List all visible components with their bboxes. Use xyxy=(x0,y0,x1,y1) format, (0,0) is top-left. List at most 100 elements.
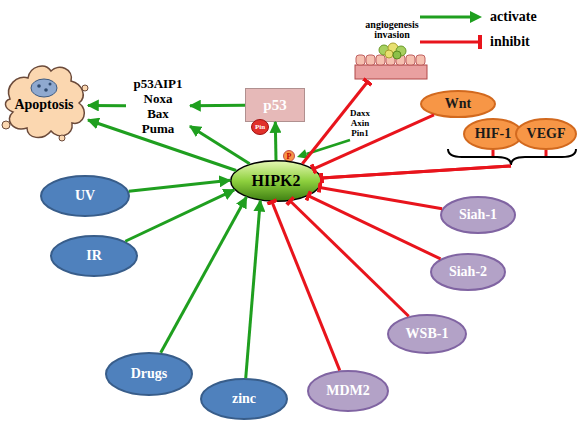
inhibition-connector xyxy=(320,187,442,208)
ubiquitin-ligase-ellipse: Siah-1 xyxy=(440,196,516,234)
cofactor-arrow-head xyxy=(297,149,308,159)
cofactor-arrow xyxy=(297,140,350,159)
stimulus-ellipse: zinc xyxy=(200,378,288,420)
node-shape xyxy=(388,315,466,353)
node-label: p53 xyxy=(263,97,286,114)
chromatin-dot xyxy=(44,88,48,92)
apoptotic-body xyxy=(82,85,88,91)
node-shape xyxy=(308,371,388,411)
stimulus-ellipse: IR xyxy=(50,235,138,277)
activation-connector xyxy=(129,180,230,191)
activation-connector xyxy=(88,104,126,107)
node-shape xyxy=(421,91,495,117)
inhibition-connector xyxy=(290,201,408,316)
apoptotic-body xyxy=(2,121,10,129)
legend-inhibit-bar xyxy=(478,35,482,49)
node-label: Wnt xyxy=(445,96,471,112)
cell-nucleus xyxy=(31,79,57,97)
ubiquitin-ligase-ellipse: MDM2 xyxy=(307,370,389,412)
node-shape xyxy=(231,161,322,202)
cofactor-list: Daxx Axin Pin1 xyxy=(350,108,370,138)
phospho-badge: P xyxy=(283,150,295,162)
node-label: Pin xyxy=(255,123,265,131)
inhibition-connector xyxy=(302,82,367,164)
angiogenesis-illustration xyxy=(355,43,427,79)
legend-text: activate xyxy=(490,9,537,25)
legend-arrow-line xyxy=(420,16,472,19)
node-label: zinc xyxy=(232,391,256,407)
endothelial-cell xyxy=(416,55,425,65)
activation-connector xyxy=(274,122,278,160)
node-label: WSB-1 xyxy=(406,326,449,342)
node-label: Siah-1 xyxy=(459,207,497,223)
signal-ellipse: HIF-1 xyxy=(463,118,523,150)
legend-row: activate xyxy=(418,9,537,25)
endothelial-cell xyxy=(366,55,375,65)
signal-ellipse: VEGF xyxy=(515,118,577,150)
stimulus-ellipse: UV xyxy=(40,175,130,217)
node-shape xyxy=(41,176,129,216)
apoptotic-body xyxy=(59,135,65,141)
chromatin-dot xyxy=(49,83,52,86)
node-label: Drugs xyxy=(131,366,168,382)
inhibition-connector xyxy=(309,196,441,259)
node-label: Siah-2 xyxy=(449,264,487,280)
ubiquitin-ligase-ellipse: Siah-2 xyxy=(430,253,506,291)
stimulus-ellipse: Drugs xyxy=(105,352,193,396)
legend-text: inhibit xyxy=(490,34,530,50)
legend-inhibit-line xyxy=(420,41,480,44)
ubiquitin-ligase-ellipse: WSB-1 xyxy=(387,314,467,354)
apoptosis-label: Apoptosis xyxy=(0,66,88,144)
tumor-cell xyxy=(385,50,393,58)
node-shape xyxy=(284,151,295,162)
node-shape xyxy=(441,197,515,233)
node-shape xyxy=(516,119,576,149)
legend-arrow-head xyxy=(470,11,482,23)
node-shape xyxy=(51,236,137,276)
node-label: UV xyxy=(75,188,95,204)
node-label: VEGF xyxy=(527,126,566,142)
target-gene-list: p53AIP1 Noxa Bax Puma xyxy=(126,76,190,136)
legend-swatch xyxy=(418,34,484,50)
apoptotic-cell xyxy=(2,66,88,141)
node-label: HIF-1 xyxy=(475,126,512,142)
hipk2-kinase: HIPK2 xyxy=(230,160,322,202)
node-shape xyxy=(464,119,522,149)
p53-box: p53 xyxy=(245,88,305,122)
chromatin-dot xyxy=(37,84,41,88)
inhibition-connector xyxy=(322,150,511,178)
endothelial-cell xyxy=(356,55,365,65)
node-shape xyxy=(252,120,269,135)
legend-row: inhibit xyxy=(418,34,530,50)
node-shape xyxy=(106,353,192,395)
activation-connector xyxy=(246,201,261,378)
inhibition-connector xyxy=(322,150,546,178)
node-shape xyxy=(201,379,287,419)
node-shape xyxy=(431,254,505,290)
cell-membrane xyxy=(5,66,84,137)
activation-connector xyxy=(125,190,234,241)
inhibition-connector xyxy=(272,202,340,371)
angiogenesis-label: angiogenesis invasion xyxy=(352,20,432,82)
pin-badge: Pin xyxy=(251,119,269,135)
node-label: P xyxy=(287,152,292,161)
node-label: Apoptosis xyxy=(14,97,73,113)
node-label: angiogenesis invasion xyxy=(365,20,418,40)
cofactor-arrow-line xyxy=(307,140,351,154)
activation-connector xyxy=(88,120,236,171)
node-label: p53AIP1 Noxa Bax Puma xyxy=(133,76,182,136)
activation-connector xyxy=(190,104,245,107)
inhibition-connector xyxy=(314,115,434,169)
endothelial-cell xyxy=(406,55,415,65)
node-label: MDM2 xyxy=(326,383,370,399)
signal-ellipse: Wnt xyxy=(420,90,496,118)
tumor-cell xyxy=(393,51,401,59)
node-label: IR xyxy=(86,248,102,264)
endothelial-cell xyxy=(376,55,385,65)
vessel-wall xyxy=(355,65,427,79)
legend-swatch xyxy=(418,9,484,25)
node-label: HIPK2 xyxy=(252,172,301,190)
curly-bracket xyxy=(448,149,576,165)
activation-connector xyxy=(161,197,247,353)
activation-connector xyxy=(190,126,250,164)
